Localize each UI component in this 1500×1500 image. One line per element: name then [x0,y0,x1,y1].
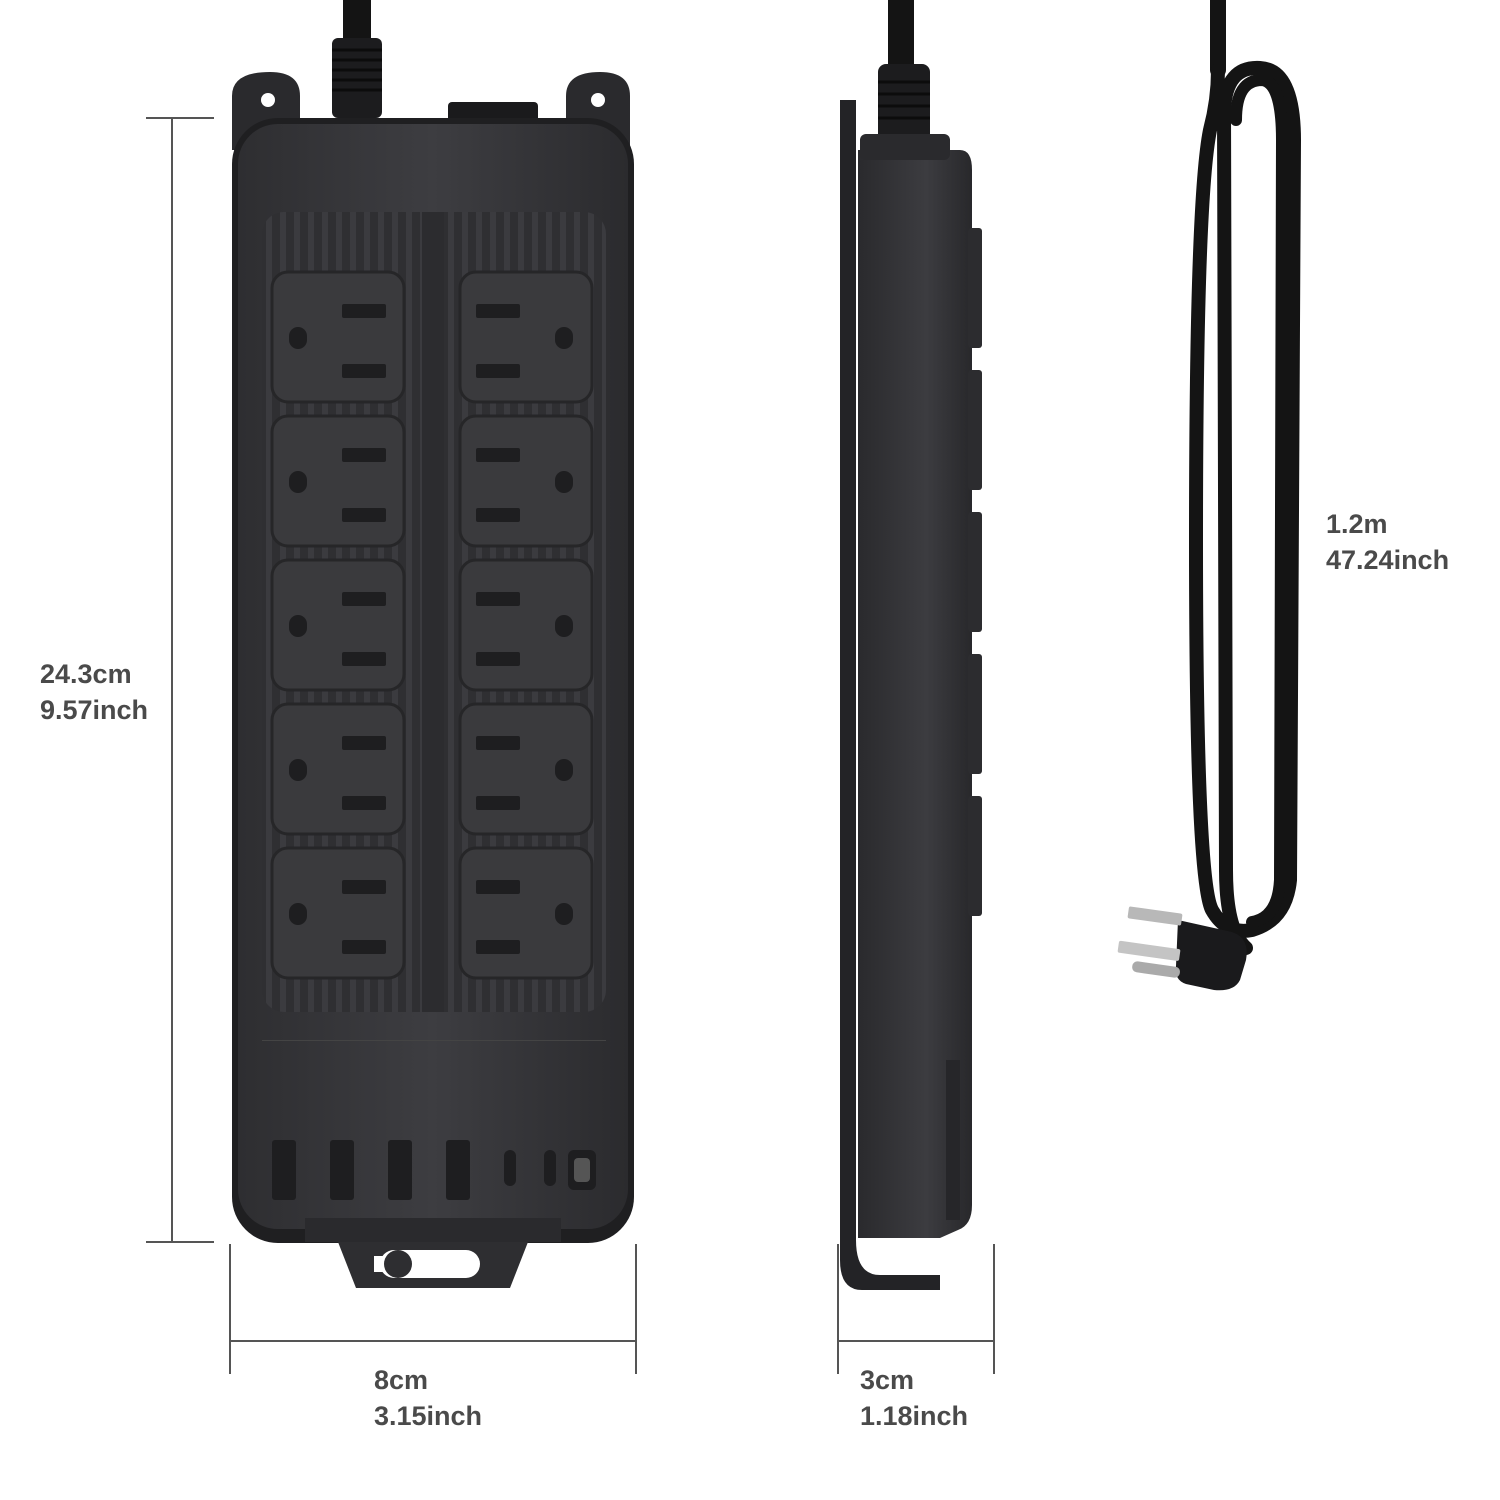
usb-a-port [446,1140,470,1200]
ac-outlet [270,558,406,692]
cord-length-label: 1.2m 47.24inch [1326,506,1449,578]
usb-a-port [272,1140,296,1200]
depth-imperial: 1.18inch [860,1401,969,1431]
height-metric: 24.3cm [40,659,132,689]
ac-outlet [270,414,406,548]
width-dimension-label: 8cm 3.15inch [374,1362,482,1434]
height-imperial: 9.57inch [40,695,149,725]
height-dimension-label: 24.3cm 9.57inch [40,656,148,728]
depth-metric: 3cm [860,1365,915,1395]
depth-dimension-label: 3cm 1.18inch [860,1362,968,1434]
front-view [232,0,634,1288]
usb-c-port [544,1150,556,1186]
cord-imperial: 47.24inch [1326,545,1450,575]
usb-c-port [504,1150,516,1186]
usb-ports [272,1140,596,1200]
ac-outlet [458,270,594,404]
ac-outlet [458,414,594,548]
ac-outlet [458,846,594,980]
plug [1117,906,1247,991]
ac-outlet [270,270,406,404]
ac-outlet [458,702,594,836]
dimension-lines [146,117,995,1374]
usb-a-port [330,1140,354,1200]
width-imperial: 3.15inch [374,1401,483,1431]
ac-outlet [270,846,406,980]
side-view [840,0,982,1290]
width-metric: 8cm [374,1365,429,1395]
power-cord [1188,0,1302,955]
ac-outlets [270,270,594,980]
ac-outlet [270,702,406,836]
usb-a-port [388,1140,412,1200]
cord-metric: 1.2m [1326,509,1388,539]
ac-outlet [458,558,594,692]
